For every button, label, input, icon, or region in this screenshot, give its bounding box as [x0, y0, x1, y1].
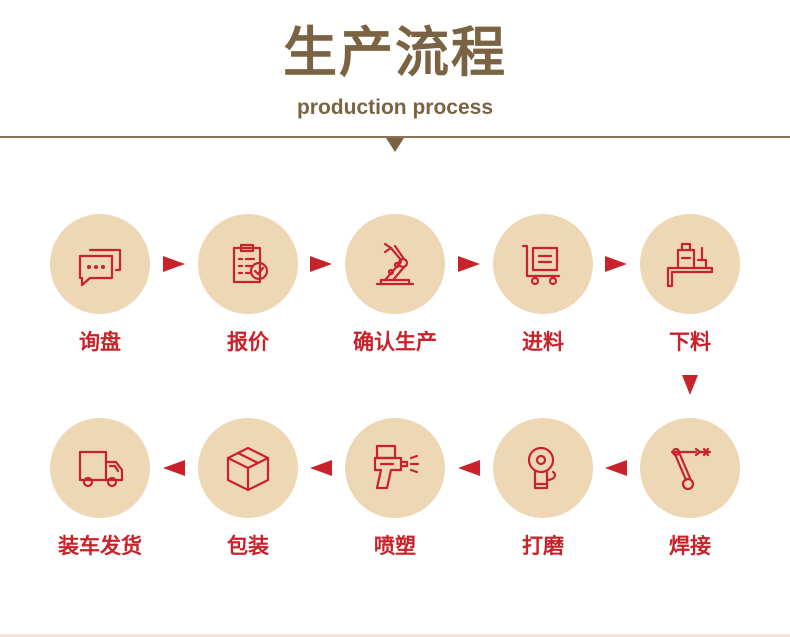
arrow-right-icon: [458, 256, 480, 272]
step-circle: [493, 418, 593, 518]
step-label: 报价: [227, 330, 269, 354]
step-label: 打磨: [522, 534, 564, 558]
step-cutting: 下料: [625, 214, 755, 356]
step-circle: [50, 214, 150, 314]
step-label: 包装: [227, 534, 269, 558]
divider-triangle-icon: [386, 138, 404, 152]
step-label: 询盘: [79, 330, 121, 354]
step-label: 进料: [522, 330, 564, 354]
arrow-left-icon: [163, 460, 185, 476]
step-label: 焊接: [669, 534, 711, 558]
step-circle: [198, 418, 298, 518]
truck-icon: [78, 450, 124, 488]
step-label: 装车发货: [58, 534, 142, 558]
spray-gun-icon: [373, 444, 419, 490]
divider-line: [0, 136, 790, 138]
step-quotation: 报价: [183, 214, 313, 356]
step-packing: 包装: [183, 418, 313, 560]
welding-arm-icon: [670, 447, 712, 491]
robot-arm-icon: [375, 242, 415, 286]
arrow-right-icon: [163, 256, 185, 272]
step-shipping: 装车发货: [35, 418, 165, 560]
step-label: 下料: [669, 330, 711, 354]
clipboard-check-icon: [232, 243, 269, 284]
cutting-machine-icon: [666, 242, 714, 288]
step-spraying: 喷塑: [330, 418, 460, 560]
cart-icon: [521, 244, 561, 286]
step-circle: [50, 418, 150, 518]
arrow-left-icon: [310, 460, 332, 476]
step-label: 确认生产: [353, 330, 437, 354]
step-circle: [345, 214, 445, 314]
arrow-right-icon: [310, 256, 332, 272]
arrow-right-icon: [605, 256, 627, 272]
step-confirm-production: 确认生产: [330, 214, 460, 356]
step-welding: 焊接: [625, 418, 755, 560]
step-inquiry: 询盘: [35, 214, 165, 356]
box-icon: [226, 446, 270, 492]
arrow-left-icon: [605, 460, 627, 476]
chat-icon: [78, 248, 122, 287]
grinder-icon: [527, 446, 557, 490]
step-material-in: 进料: [478, 214, 608, 356]
step-circle: [493, 214, 593, 314]
arrow-left-icon: [458, 460, 480, 476]
step-circle: [198, 214, 298, 314]
step-circle: [640, 418, 740, 518]
step-circle: [640, 214, 740, 314]
arrow-down-icon: [682, 375, 698, 395]
step-circle: [345, 418, 445, 518]
step-label: 喷塑: [374, 534, 416, 558]
step-grinding: 打磨: [478, 418, 608, 560]
page-title: 生产流程: [283, 21, 507, 84]
bottom-border: [0, 634, 790, 637]
page-subtitle: production process: [296, 96, 494, 119]
